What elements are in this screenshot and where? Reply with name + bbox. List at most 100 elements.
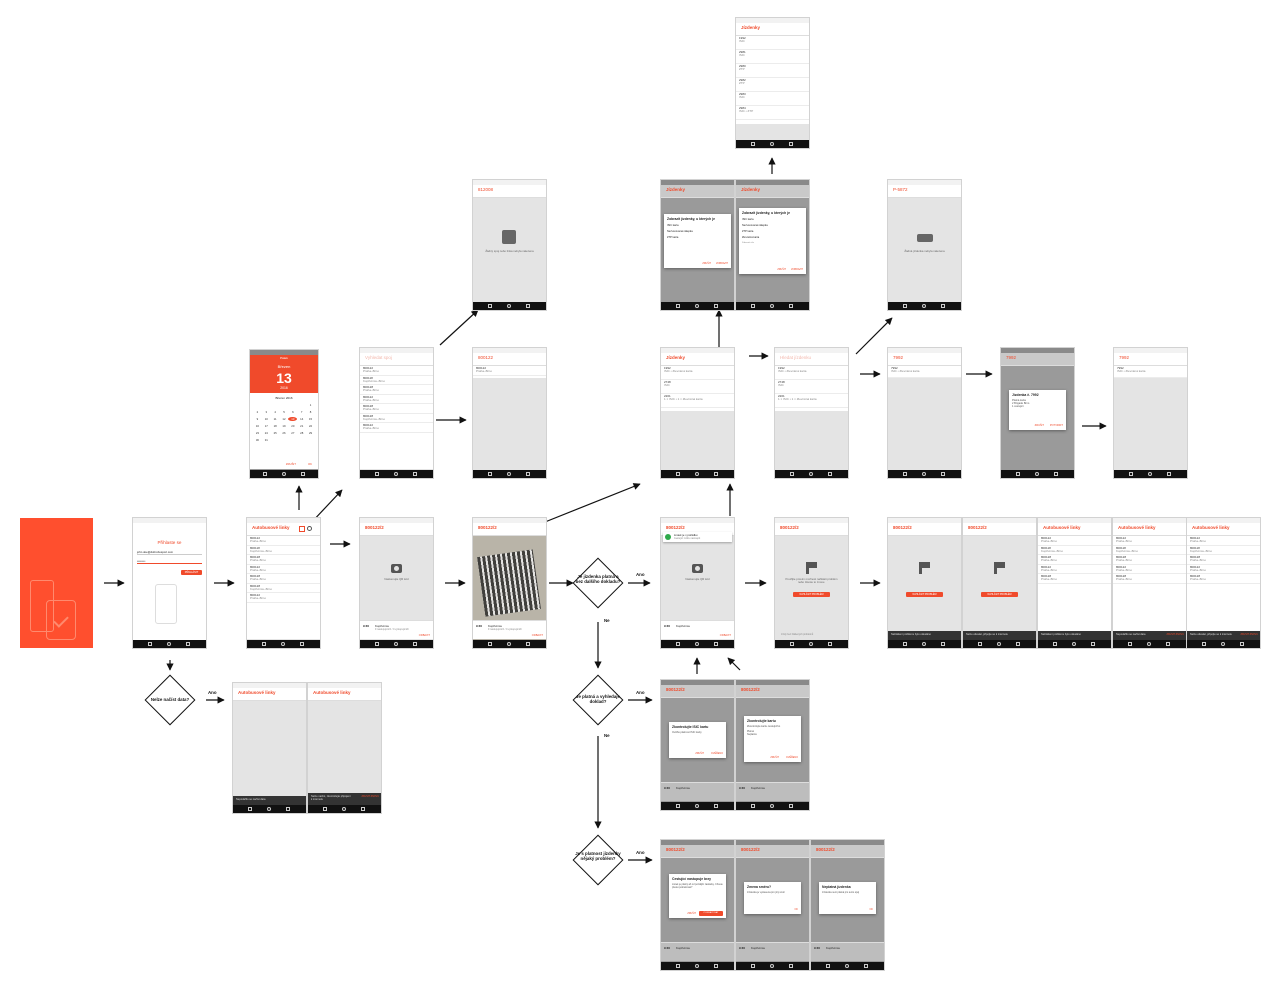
- ticket-search-input[interactable]: P-5872: [893, 187, 908, 192]
- calendar-day-cell[interactable]: 8: [309, 410, 312, 414]
- calendar-day-cell[interactable]: 27: [291, 431, 295, 435]
- filter-cancel-button[interactable]: ZRUŠIT: [702, 262, 711, 265]
- login-button[interactable]: PŘIHLÁSIT: [181, 570, 202, 575]
- report-problem-button[interactable]: NAHLÁSIT PROBLÉM: [981, 592, 1018, 597]
- calendar-cancel-button[interactable]: ZRUŠIT: [285, 462, 296, 466]
- calendar-day-cell[interactable]: 30: [255, 438, 259, 442]
- calendar-day-cell[interactable]: 4: [274, 410, 276, 414]
- calendar-day-cell[interactable]: 9: [256, 417, 259, 421]
- card-option[interactable]: Neplatná: [747, 733, 757, 736]
- filter-cancel-button[interactable]: ZRUŠIT: [777, 268, 786, 271]
- email-field[interactable]: john.doe@dobrobusport.com: [137, 550, 202, 555]
- calendar-day-cell[interactable]: 26: [282, 431, 286, 435]
- filter-show-all[interactable]: Zobrazit vše: [742, 242, 754, 244]
- calendar-day-cell[interactable]: 3: [265, 410, 268, 414]
- report-problem-button[interactable]: NAHLÁSIT PROBLÉM: [793, 592, 830, 597]
- calendar-day-cell[interactable]: 11: [273, 417, 277, 421]
- filter-option[interactable]: Zlevněná karta: [742, 236, 760, 239]
- check-button[interactable]: ODBAVIT: [531, 634, 543, 637]
- calendar-day-cell[interactable]: 17: [264, 424, 268, 428]
- filter-option[interactable]: Nezvonovaná nálepka: [742, 224, 768, 227]
- retry-button[interactable]: ZKUSIT ZNOVU: [361, 795, 380, 798]
- calendar-day-cell[interactable]: 20: [291, 424, 295, 428]
- filter-option[interactable]: ZTP karta: [742, 230, 754, 233]
- search-icon[interactable]: [307, 526, 312, 531]
- calendar-day-cell[interactable]: 24: [264, 431, 268, 435]
- dialog-ok-button[interactable]: POTVRDIT: [1049, 424, 1063, 427]
- calendar-day-cell[interactable]: 13: [288, 417, 298, 421]
- calendar-day-cell[interactable]: 23: [255, 431, 259, 435]
- ticket-search-input[interactable]: Hledat jízdenku: [780, 355, 812, 360]
- filter-option[interactable]: Nezvonovaná nálepka: [667, 230, 693, 233]
- calendar-day-cell[interactable]: 25: [273, 431, 277, 435]
- filter-option[interactable]: ISIC karta: [667, 224, 679, 227]
- dialog-cancel-button[interactable]: ZRUŠIT: [1034, 424, 1044, 427]
- calendar-day-cell[interactable]: 29: [309, 431, 313, 435]
- calendar-day-cell[interactable]: 10: [264, 417, 268, 421]
- calendar-day-cell[interactable]: 1: [309, 403, 312, 407]
- retry-button[interactable]: ZKUSIT ZNOVU: [1240, 633, 1259, 636]
- calendar-day-cell[interactable]: 7: [300, 410, 303, 414]
- calendar-day-cell[interactable]: 19: [282, 424, 286, 428]
- calendar-day-cell[interactable]: 28: [300, 431, 304, 435]
- report-problem-button[interactable]: NAHLÁSIT PROBLÉM: [906, 592, 943, 597]
- dialog-cancel-button[interactable]: ZRUŠIT: [695, 752, 704, 755]
- calendar-day-cell[interactable]: 12: [282, 417, 286, 421]
- dialog-ok-button[interactable]: OK: [794, 908, 798, 911]
- filter-confirm-button[interactable]: ZOBRAZIT: [791, 268, 803, 271]
- calendar-icon[interactable]: [299, 526, 305, 532]
- dialog-cancel-button[interactable]: ZRUŠIT: [770, 756, 779, 759]
- calendar-ok-button[interactable]: OK: [307, 462, 312, 466]
- calendar-day-cell[interactable]: 18: [273, 424, 277, 428]
- dialog-ok-button[interactable]: OVĚŘENO: [711, 752, 723, 755]
- calendar-day-cell[interactable]: 14: [300, 417, 304, 421]
- filter-confirm-button[interactable]: ZOBRAZIT: [716, 262, 728, 265]
- password-field[interactable]: ••••••••: [137, 559, 202, 564]
- dialog-cancel-button[interactable]: ZRUŠIT: [687, 912, 696, 915]
- search-input[interactable]: 812008: [478, 187, 494, 192]
- check-button[interactable]: ODBAVIT: [418, 634, 430, 637]
- calendar-day-cell[interactable]: 21: [300, 424, 304, 428]
- calendar-day-cell[interactable]: 16: [255, 424, 259, 428]
